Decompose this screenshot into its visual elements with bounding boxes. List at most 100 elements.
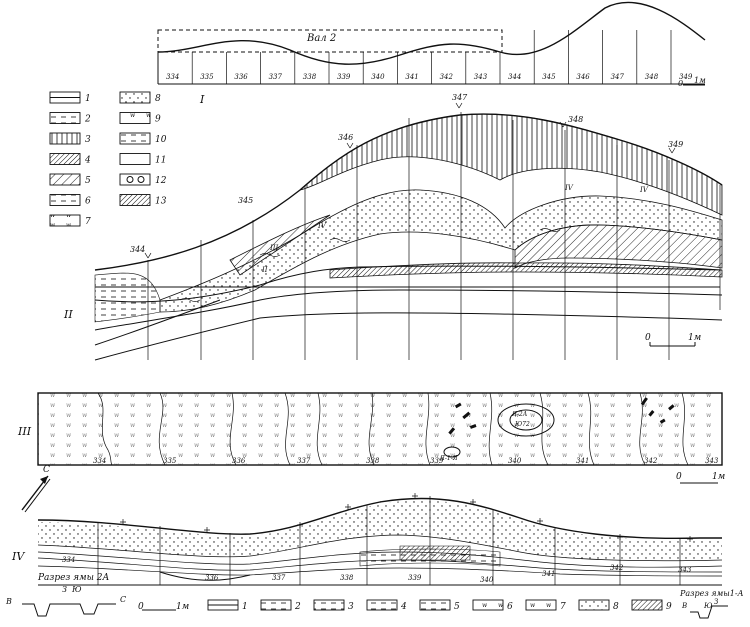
plan-III-square-label: 338 (366, 457, 380, 465)
legend-top-number: 12 (155, 176, 167, 186)
svg-text:348: 348 (568, 115, 583, 124)
top-tick-label: 347 (611, 73, 625, 81)
legend-top-number: 1 (85, 94, 91, 104)
svg-text:Ю: Ю (71, 585, 82, 594)
legend-bottom-swatch (366, 599, 398, 611)
svg-text:1м: 1м (712, 472, 725, 482)
section-II: 344 345 346 347 348 349 IV III II IV IV … (63, 93, 723, 361)
top-tick-label: 342 (440, 73, 454, 81)
section-IV-square-label: 343 (678, 566, 692, 574)
svg-text:В: В (5, 597, 12, 606)
svg-text:II: II (261, 266, 268, 274)
svg-text:1м: 1м (688, 333, 701, 343)
svg-text:IV: IV (639, 186, 649, 194)
legend-top-swatch (49, 112, 81, 124)
top-tick-label: 335 (200, 73, 214, 81)
legend-bottom-swatch (260, 599, 292, 611)
legend-bottom-number: 7 (560, 602, 566, 612)
top-tick-label: 336 (234, 73, 248, 81)
legend-top-swatch (119, 91, 151, 104)
legend-top-swatch (119, 132, 151, 145)
legend-top-number: 10 (155, 135, 167, 145)
svg-text:IV: IV (564, 184, 574, 192)
plan-III-square-label: 335 (163, 457, 177, 465)
legend-top-number: 8 (155, 94, 161, 104)
svg-text:Разрез ямы 2А: Разрез ямы 2А (37, 573, 110, 583)
legend-bottom-swatch (419, 599, 451, 611)
top-tick-label: 346 (576, 73, 590, 81)
svg-text:Я-1-Я: Я-1-Я (439, 455, 458, 462)
svg-text:З: З (714, 598, 719, 606)
svg-text:0: 0 (138, 602, 144, 612)
svg-text:0: 0 (645, 333, 651, 343)
plan-III-square-label: 343 (705, 457, 719, 465)
legend-bottom-number: 2 (294, 602, 301, 612)
legend-bottom-number: 4 (400, 602, 407, 612)
svg-text:1м: 1м (176, 602, 189, 612)
north-arrow-icon: С (21, 465, 51, 513)
top-tick-label: 344 (508, 73, 521, 81)
top-tick-label: 348 (645, 73, 659, 81)
plan-III-square-label: 334 (93, 457, 106, 465)
svg-text:1м: 1м (694, 76, 706, 85)
legend-bottom-swatch (313, 599, 345, 611)
section-IV-square-label: 338 (340, 574, 354, 582)
svg-text:346: 346 (338, 133, 353, 142)
legend-bottom-number: 1 (242, 602, 248, 612)
plan-III-square-label: 339 (430, 457, 444, 465)
svg-text:С: С (43, 465, 50, 475)
legend-bottom-swatch (578, 599, 610, 611)
section-IV-square-label: 337 (272, 574, 286, 582)
section-IV-square-label: 340 (480, 576, 494, 584)
svg-text:IV: IV (317, 222, 327, 230)
legend-top-swatch (119, 112, 151, 124)
section-IV-square-label: 342 (610, 564, 624, 572)
legend-top-number: 13 (155, 197, 167, 207)
top-tick-label: 340 (371, 73, 385, 81)
legend-top-swatch (49, 153, 81, 165)
section-label-III: III (17, 425, 32, 438)
svg-text:Разрез ямы1-А: Разрез ямы1-А (679, 589, 744, 598)
svg-text:В: В (681, 602, 687, 610)
section-IV-square-label: 339 (408, 574, 422, 582)
section-label-II: II (63, 308, 73, 321)
legend-bottom-number: 3 (348, 602, 354, 612)
plan-III-square-label: 341 (576, 457, 589, 465)
svg-text:III: III (269, 244, 279, 252)
top-tick-label: 343 (474, 73, 488, 81)
top-tick-label: 339 (337, 73, 351, 81)
legend-bottom-number: 9 (666, 602, 672, 612)
legend-bottom-number: 6 (507, 602, 513, 612)
plan-III-square-label: 336 (232, 457, 246, 465)
legend-top-number: 9 (155, 115, 161, 125)
plan-III-square-label: 342 (644, 457, 658, 465)
pit-1a-section: Разрез ямы1-А В Ю З (679, 589, 744, 619)
scale-bar-bottom: 0 1м (138, 602, 189, 612)
legend-top-number: 2 (84, 115, 91, 125)
legend-top-swatch (49, 214, 81, 227)
svg-text:С: С (120, 595, 126, 604)
top-tick-label: 345 (542, 73, 556, 81)
legend-top-swatch (49, 173, 81, 186)
svg-text:Ю72: Ю72 (514, 421, 530, 428)
legend-top-swatch (49, 132, 81, 145)
scale-bar-section-II: 0 1м (645, 333, 701, 347)
svg-text:З: З (62, 585, 67, 594)
svg-text:Ю: Ю (703, 602, 713, 610)
svg-text:Я-2А: Я-2А (511, 411, 528, 418)
plan-III-square-label: 340 (508, 457, 522, 465)
pit-2a-section: Разрез ямы 2А В З Ю С (5, 573, 126, 617)
legend-top-number: 3 (85, 135, 91, 145)
section-label-I: I (199, 93, 205, 106)
svg-text:345: 345 (238, 196, 253, 205)
legend-top-number: 7 (85, 217, 91, 227)
legend-top-number: 11 (155, 156, 166, 166)
section-IV-square-label: 336 (205, 574, 219, 582)
